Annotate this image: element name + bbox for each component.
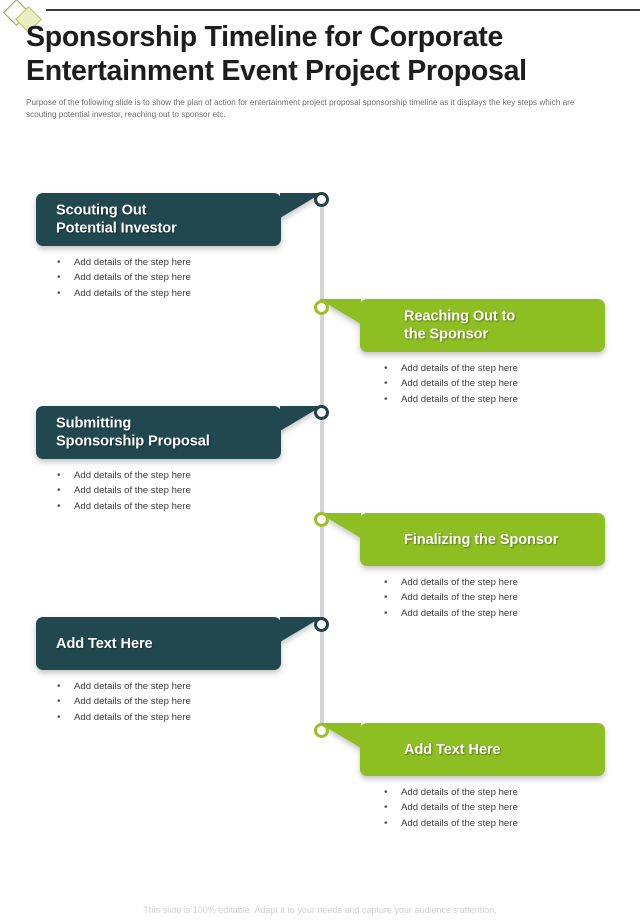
step-bullet-item: • Add details of the step here — [381, 785, 518, 800]
bullet-dot-icon: • — [384, 607, 388, 619]
bullet-dot-icon: • — [384, 787, 388, 798]
step-bullet-text: Add details of the step here — [401, 378, 518, 390]
timeline-marker[interactable] — [314, 512, 329, 527]
step-banner-body — [360, 723, 605, 776]
step-bullet-item: • Add details of the step here — [381, 361, 518, 376]
step-bullet-list: • Add details of the step here • Add detail… — [54, 679, 191, 725]
step-bullet-text: Add details of the step here — [74, 500, 191, 512]
bullet-dot-icon: • — [57, 681, 61, 692]
step-banner[interactable]: Reaching Out to the Sponsor — [319, 299, 605, 352]
step-banner-body — [360, 513, 605, 566]
bullet-dot-icon: • — [57, 470, 61, 481]
step-bullet-item: • Add details of the step here — [381, 800, 518, 815]
timeline-step-card[interactable]: Add Text Here — [319, 723, 605, 776]
bullet-dot-icon: • — [384, 817, 388, 829]
step-bullet-item: • Add details of the step here — [381, 816, 518, 831]
page-title: Sponsorship Timeline for Corporate Enter… — [26, 21, 527, 87]
step-bullet-item: • Add details of the step here — [54, 255, 191, 270]
timeline-step-card[interactable]: Finalizing the Sponsor — [319, 513, 605, 566]
footer-note: This slide is 100% editable. Adapt it to… — [143, 905, 497, 915]
step-bullet-item: • Add details of the step here — [381, 392, 518, 407]
bullet-dot-icon: • — [57, 257, 61, 268]
step-banner[interactable]: Scouting Out Potential Investor — [36, 193, 322, 246]
bullet-dot-icon: • — [57, 485, 61, 497]
step-bullet-text: Add details of the step here — [401, 363, 518, 374]
step-bullet-item: • Add details of the step here — [54, 710, 191, 725]
step-bullet-text: Add details of the step here — [74, 287, 191, 299]
step-bullet-text: Add details of the step here — [401, 607, 518, 619]
bullet-dot-icon: • — [384, 802, 388, 814]
timeline-marker[interactable] — [314, 300, 329, 315]
step-banner-body — [36, 617, 281, 670]
step-bullet-text: Add details of the step here — [401, 817, 518, 829]
bullet-dot-icon: • — [384, 592, 388, 604]
timeline-marker[interactable] — [314, 723, 329, 738]
step-bullet-text: Add details of the step here — [401, 577, 518, 588]
bullet-dot-icon: • — [57, 696, 61, 708]
step-bullet-item: • Add details of the step here — [54, 483, 191, 498]
step-title: Add Text Here — [56, 635, 153, 652]
step-bullet-item: • Add details of the step here — [54, 694, 191, 709]
step-title: Reaching Out to the Sponsor — [404, 308, 516, 343]
step-title: Finalizing the Sponsor — [404, 531, 559, 548]
step-banner[interactable]: Add Text Here — [319, 723, 605, 776]
step-bullet-text: Add details of the step here — [74, 696, 191, 708]
bullet-dot-icon: • — [57, 287, 61, 299]
timeline-step-card[interactable]: Submitting Sponsorship Proposal — [36, 406, 322, 459]
step-bullet-item: • Add details of the step here — [381, 606, 518, 621]
bullet-dot-icon: • — [384, 363, 388, 374]
timeline-step-card[interactable]: Scouting Out Potential Investor — [36, 193, 322, 246]
step-bullet-item: • Add details of the step here — [54, 679, 191, 694]
header: Sponsorship Timeline for Corporate Enter… — [26, 20, 604, 120]
step-bullet-item: • Add details of the step here — [381, 575, 518, 590]
step-bullet-text: Add details of the step here — [401, 787, 518, 798]
step-title: Submitting Sponsorship Proposal — [56, 415, 210, 450]
step-title: Scouting Out Potential Investor — [56, 202, 177, 237]
step-banner-body — [36, 193, 281, 246]
step-bullet-text: Add details of the step here — [74, 257, 191, 268]
step-bullet-list: • Add details of the step here • Add detail… — [381, 361, 518, 407]
step-bullet-text: Add details of the step here — [74, 272, 191, 284]
page-subtitle: Purpose of the following slide is to sho… — [26, 98, 575, 119]
timeline-marker[interactable] — [314, 405, 329, 420]
bullet-dot-icon: • — [384, 378, 388, 390]
step-bullet-text: Add details of the step here — [74, 711, 191, 723]
step-bullet-list: • Add details of the step here • Add detail… — [54, 468, 191, 514]
step-bullet-text: Add details of the step here — [401, 802, 518, 814]
step-bullet-item: • Add details of the step here — [381, 590, 518, 605]
step-banner[interactable]: Add Text Here — [36, 617, 322, 670]
step-bullet-list: • Add details of the step here • Add detail… — [54, 255, 191, 301]
step-bullet-item: • Add details of the step here — [54, 468, 191, 483]
timeline-step-card[interactable]: Add Text Here — [36, 617, 322, 670]
step-bullet-text: Add details of the step here — [74, 681, 191, 692]
timeline-spine — [320, 196, 324, 736]
step-bullet-item: • Add details of the step here — [54, 270, 191, 285]
step-bullet-list: • Add details of the step here • Add detail… — [381, 785, 518, 831]
timeline-marker[interactable] — [314, 617, 329, 632]
step-banner-body — [360, 299, 605, 352]
bullet-dot-icon: • — [57, 500, 61, 512]
step-bullet-text: Add details of the step here — [401, 592, 518, 604]
bullet-dot-icon: • — [384, 577, 388, 588]
step-bullet-text: Add details of the step here — [74, 485, 191, 497]
step-bullet-list: • Add details of the step here • Add detail… — [381, 575, 518, 621]
step-banner-body — [36, 406, 281, 459]
step-bullet-item: • Add details of the step here — [381, 376, 518, 391]
step-title: Add Text Here — [404, 741, 501, 758]
header-rule — [46, 9, 640, 11]
step-bullet-text: Add details of the step here — [401, 393, 518, 405]
timeline-step-card[interactable]: Reaching Out to the Sponsor — [319, 299, 605, 352]
step-bullet-text: Add details of the step here — [74, 470, 191, 481]
step-bullet-item: • Add details of the step here — [54, 286, 191, 301]
step-banner[interactable]: Finalizing the Sponsor — [319, 513, 605, 566]
bullet-dot-icon: • — [384, 393, 388, 405]
step-bullet-item: • Add details of the step here — [54, 499, 191, 514]
bullet-dot-icon: • — [57, 711, 61, 723]
step-banner[interactable]: Submitting Sponsorship Proposal — [36, 406, 322, 459]
timeline-marker[interactable] — [314, 192, 329, 207]
bullet-dot-icon: • — [57, 272, 61, 284]
